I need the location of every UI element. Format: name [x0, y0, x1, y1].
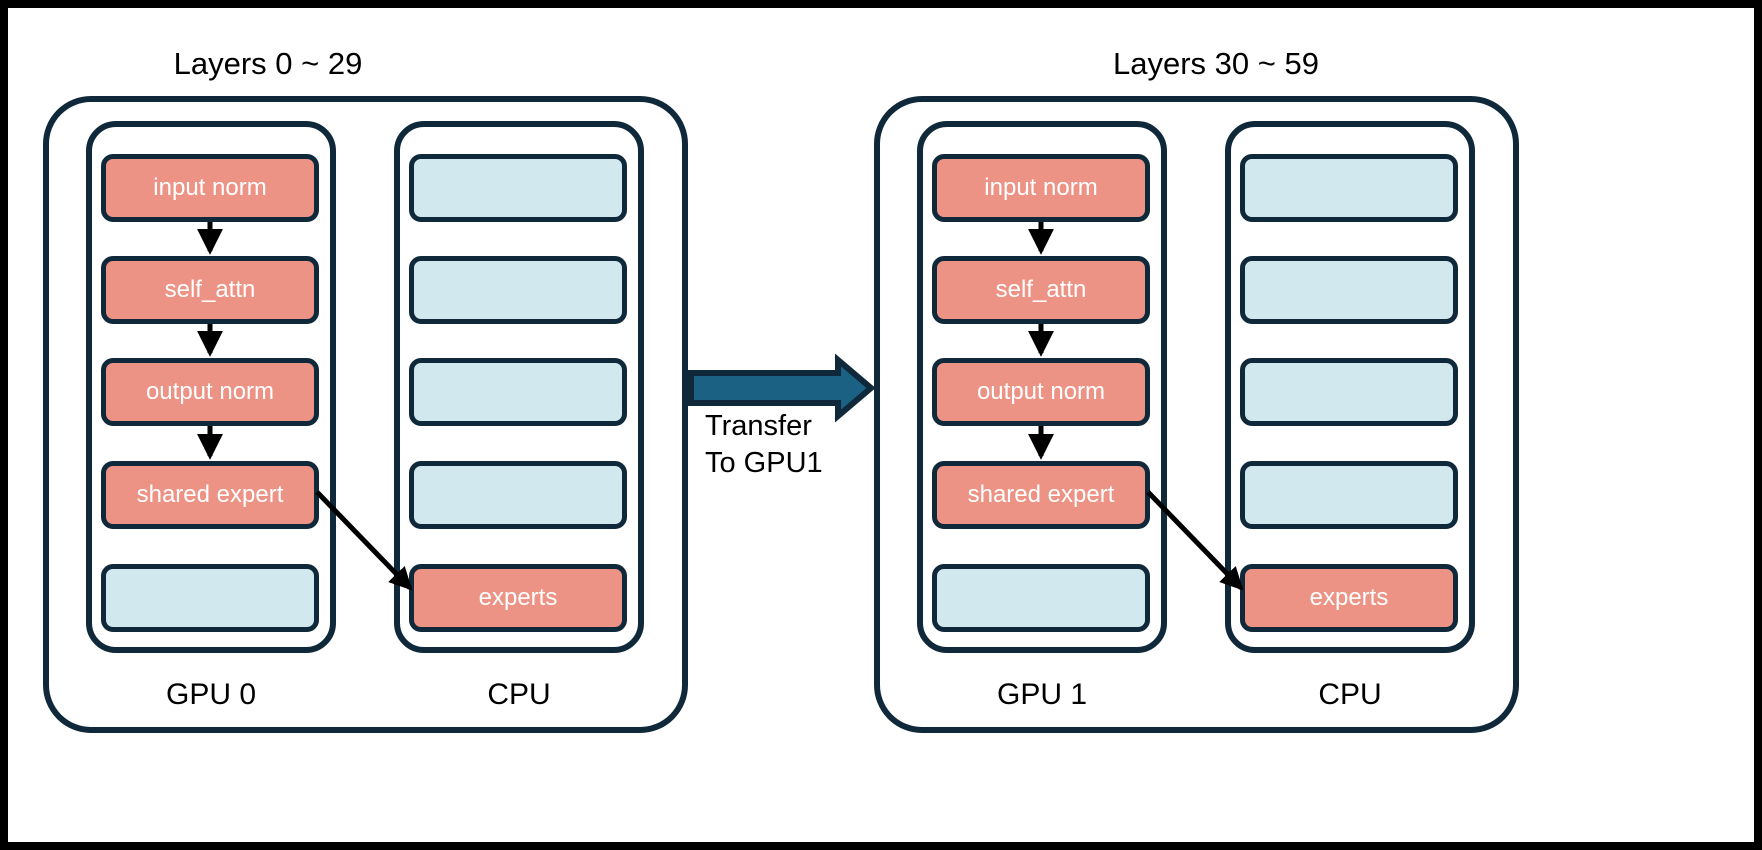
node-cpu-expert-slot-0-0[interactable]	[409, 154, 627, 222]
transfer-label-line1: Transfer	[705, 410, 812, 442]
diagram-canvas: Layers 0 ~ 29 input norm self_attn outpu…	[8, 8, 1754, 842]
node-cpu-expert-slot-0-3[interactable]	[409, 461, 627, 529]
node-gpu-placeholder-0[interactable]	[101, 564, 319, 632]
node-experts-1[interactable]: experts	[1240, 564, 1458, 632]
node-cpu-expert-slot-1-2[interactable]	[1240, 358, 1458, 426]
node-input-norm-1[interactable]: input norm	[932, 154, 1150, 222]
node-gpu-placeholder-1[interactable]	[932, 564, 1150, 632]
node-cpu-expert-slot-1-1[interactable]	[1240, 256, 1458, 324]
group-title-1: Layers 30 ~ 59	[1113, 46, 1319, 81]
device-label-cpu-1: CPU	[1318, 678, 1382, 711]
transfer-label: Transfer To GPU1	[705, 408, 845, 482]
node-output-norm-1[interactable]: output norm	[932, 358, 1150, 426]
node-input-norm-0[interactable]: input norm	[101, 154, 319, 222]
node-cpu-expert-slot-1-0[interactable]	[1240, 154, 1458, 222]
device-label-cpu-0: CPU	[487, 678, 551, 711]
transfer-label-line2: To GPU1	[705, 447, 823, 480]
node-output-norm-0[interactable]: output norm	[101, 358, 319, 426]
node-experts-0[interactable]: experts	[409, 564, 627, 632]
node-cpu-expert-slot-0-1[interactable]	[409, 256, 627, 324]
node-shared-expert-0[interactable]: shared expert	[101, 461, 319, 529]
node-self-attn-0[interactable]: self_attn	[101, 256, 319, 324]
node-cpu-expert-slot-0-2[interactable]	[409, 358, 627, 426]
device-label-gpu-0: GPU 0	[165, 678, 257, 711]
node-shared-expert-1[interactable]: shared expert	[932, 461, 1150, 529]
device-label-gpu-1: GPU 1	[996, 678, 1088, 711]
group-title-0: Layers 0 ~ 29	[173, 46, 363, 81]
node-cpu-expert-slot-1-3[interactable]	[1240, 461, 1458, 529]
node-self-attn-1[interactable]: self_attn	[932, 256, 1150, 324]
